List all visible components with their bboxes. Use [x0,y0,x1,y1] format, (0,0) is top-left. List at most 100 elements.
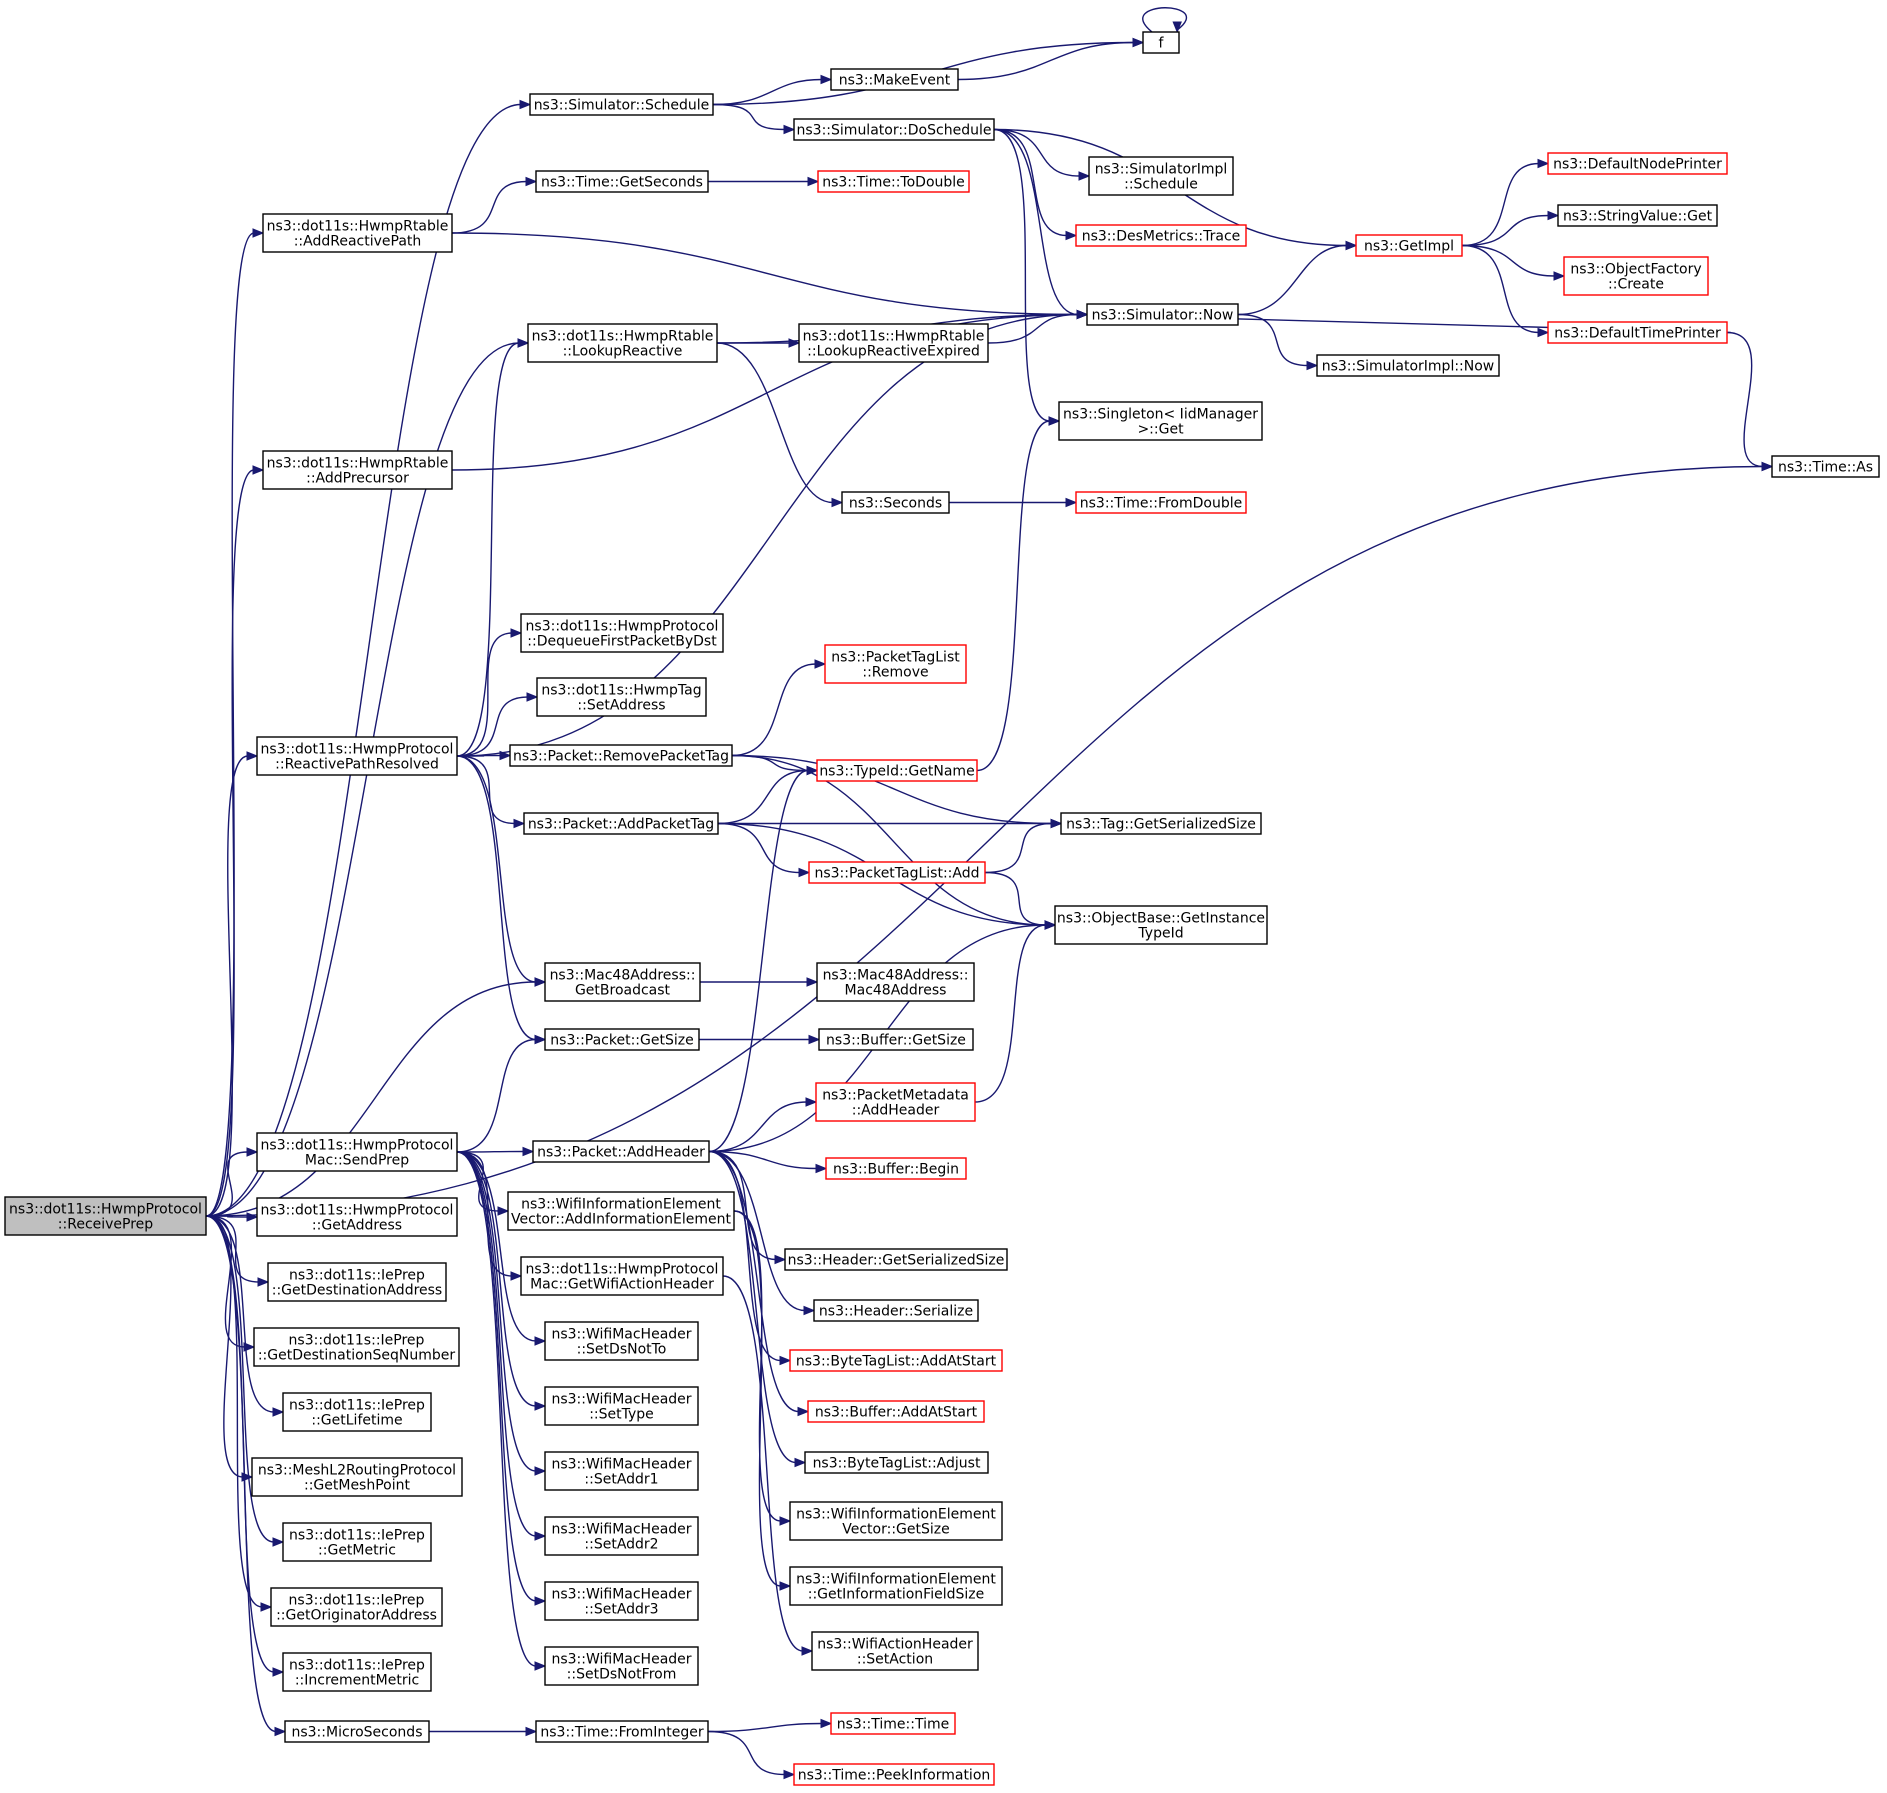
node-label-line: ::ReactivePathResolved [275,757,439,773]
node-mac-getwifiactionheader[interactable]: ns3::dot11s::HwmpProtocolMac::GetWifiAct… [520,1256,724,1296]
node-label-line: ns3::WifiMacHeader [551,1587,691,1603]
node-desmetrics-trace[interactable]: ns3::DesMetrics::Trace [1075,224,1247,247]
node-wmh-setdsnotto[interactable]: ns3::WifiMacHeader::SetDsNotTo [544,1321,699,1361]
call-edge-packet_addheader-to-buffer_begin [708,1150,828,1174]
node-dequeue-first[interactable]: ns3::dot11s::HwmpProtocol::DequeueFirstP… [520,613,724,653]
node-bytetaglist-addatstart[interactable]: ns3::ByteTagList::AddAtStart [789,1349,1003,1372]
node-mac48-ctor[interactable]: ns3::Mac48Address::Mac48Address [816,962,975,1002]
node-seconds[interactable]: ns3::Seconds [841,491,950,514]
node-box [830,1712,956,1735]
node-box [1086,303,1239,326]
node-wmh-settype[interactable]: ns3::WifiMacHeader::SetType [544,1386,699,1426]
node-time-getseconds[interactable]: ns3::Time::GetSeconds [535,170,709,193]
node-label-line: ::GetMetric [318,1543,396,1559]
node-sim-doschedule[interactable]: ns3::Simulator::DoSchedule [793,118,995,141]
node-simimpl-now[interactable]: ns3::SimulatorImpl::Now [1316,354,1500,377]
node-lookup-reactive[interactable]: ns3::dot11s::HwmpRtable::LookupReactive [527,323,718,363]
node-label-line: ::Create [1608,277,1664,293]
node-packet-addheader[interactable]: ns3::Packet::AddHeader [532,1140,710,1163]
node-wmh-setdsnotfrom[interactable]: ns3::WifiMacHeader::SetDsNotFrom [544,1646,699,1686]
node-label-line: ns3::Time::Time [837,1717,949,1733]
node-wie-vector-addie[interactable]: ns3::WifiInformationElementVector::AddIn… [507,1191,735,1231]
node-mac48-getbroadcast[interactable]: ns3::Mac48Address::GetBroadcast [544,962,701,1002]
node-header-serialize[interactable]: ns3::Header::Serialize [813,1299,979,1322]
node-label-line: ns3::Simulator::DoSchedule [797,123,992,139]
node-label-line: ns3::Time::FromDouble [1080,496,1243,512]
node-buffer-begin[interactable]: ns3::Buffer::Begin [825,1157,967,1180]
node-remove-packet-tag[interactable]: ns3::Packet::RemovePacketTag [509,744,733,767]
node-ieprep-getorigaddr[interactable]: ns3::dot11s::IePrep::GetOriginatorAddres… [270,1587,443,1627]
node-box [784,1248,1008,1271]
node-packettaglist-remove[interactable]: ns3::PacketTagList::Remove [824,644,967,684]
node-singleton-get[interactable]: ns3::Singleton< IidManager>::Get [1058,401,1263,441]
node-time-as[interactable]: ns3::Time::As [1771,455,1880,478]
node-packetmetadata-addheader[interactable]: ns3::PacketMetadata::AddHeader [815,1082,976,1122]
node-lookup-reactive-expired[interactable]: ns3::dot11s::HwmpRtable::LookupReactiveE… [798,323,989,363]
node-time-peekinformation[interactable]: ns3::Time::PeekInformation [793,1763,995,1786]
node-box [816,962,975,1002]
node-label-line: ns3::dot11s::HwmpRtable [267,219,449,235]
node-add-precursor[interactable]: ns3::dot11s::HwmpRtable::AddPrecursor [262,450,453,490]
node-wmh-setaddr2[interactable]: ns3::WifiMacHeader::SetAddr2 [544,1516,699,1556]
node-label-line: ns3::GetImpl [1364,239,1454,255]
node-default-time-printer[interactable]: ns3::DefaultTimePrinter [1547,321,1728,344]
node-packettaglist-add[interactable]: ns3::PacketTagList::Add [808,861,986,884]
node-label-line: ns3::Time::ToDouble [822,175,965,191]
call-edge-add_packet_tag-to-typeid_getname [717,765,819,825]
node-ieprep-getdestseq[interactable]: ns3::dot11s::IePrep::GetDestinationSeqNu… [253,1327,460,1367]
node-wmh-setaddr3[interactable]: ns3::WifiMacHeader::SetAddr3 [544,1581,699,1621]
node-time-todouble[interactable]: ns3::Time::ToDouble [817,170,970,193]
node-hwmp-getaddress[interactable]: ns3::dot11s::HwmpProtocol::GetAddress [256,1197,458,1237]
node-label-line: ns3::WifiMacHeader [551,1327,691,1343]
node-packet-getsize[interactable]: ns3::Packet::GetSize [544,1028,700,1051]
function-nodes: ns3::dot11s::HwmpProtocol::ReceivePrep fn… [4,31,1880,1786]
call-edge-receive_prep-to-mac_sendprep [205,1147,259,1217]
node-f[interactable]: f [1142,31,1180,54]
node-add-reactive-path[interactable]: ns3::dot11s::HwmpRtable::AddReactivePath [262,213,453,253]
node-stringvalue-get[interactable]: ns3::StringValue::Get [1557,204,1718,227]
node-objfactory-create[interactable]: ns3::ObjectFactory::Create [1563,256,1709,296]
node-header-getserializedsize[interactable]: ns3::Header::GetSerializedSize [784,1248,1008,1271]
node-microseconds[interactable]: ns3::MicroSeconds [284,1720,430,1743]
node-getimpl[interactable]: ns3::GetImpl [1355,234,1463,257]
node-ieprep-incrementmetric[interactable]: ns3::dot11s::IePrep::IncrementMetric [282,1652,432,1692]
node-add-packet-tag[interactable]: ns3::Packet::AddPacketTag [523,812,719,835]
node-label-line: ::Schedule [1124,177,1198,193]
node-wmh-setaddr1[interactable]: ns3::WifiMacHeader::SetAddr1 [544,1451,699,1491]
node-tag-getserializedsize[interactable]: ns3::Tag::GetSerializedSize [1060,812,1262,835]
node-time-time[interactable]: ns3::Time::Time [830,1712,956,1735]
node-meshl2-getmeshpoint[interactable]: ns3::MeshL2RoutingProtocol::GetMeshPoint [251,1457,463,1497]
node-ieprep-getdestaddr[interactable]: ns3::dot11s::IePrep::GetDestinationAddre… [267,1262,447,1302]
node-time-frominteger[interactable]: ns3::Time::FromInteger [535,1720,709,1743]
node-ieprep-getlifetime[interactable]: ns3::dot11s::IePrep::GetLifetime [282,1392,432,1432]
node-label-line: ns3::dot11s::HwmpRtable [267,456,449,472]
node-hwmptag-setaddress[interactable]: ns3::dot11s::HwmpTag::SetAddress [536,677,707,717]
node-box [282,1522,432,1562]
node-wie-getinfofieldsize[interactable]: ns3::WifiInformationElement::GetInformat… [789,1566,1003,1606]
node-buffer-addatstart[interactable]: ns3::Buffer::AddAtStart [807,1400,985,1423]
node-wifiactionheader-setaction[interactable]: ns3::WifiActionHeader::SetAction [811,1631,979,1671]
call-edge-f-to-f [1142,7,1187,34]
call-edge-reactive_path_resolved-to-packet_getsize [456,755,547,1045]
call-edge-receive_prep-to-microseconds [205,1215,287,1737]
node-buffer-getsize[interactable]: ns3::Buffer::GetSize [818,1028,974,1051]
node-ieprep-getmetric[interactable]: ns3::dot11s::IePrep::GetMetric [282,1522,432,1562]
node-box [1547,321,1728,344]
node-receive-prep[interactable]: ns3::dot11s::HwmpProtocol::ReceivePrep [4,1196,207,1236]
node-default-node-printer[interactable]: ns3::DefaultNodePrinter [1547,152,1728,175]
node-wie-vector-getsize[interactable]: ns3::WifiInformationElementVector::GetSi… [789,1501,1003,1541]
node-simimpl-schedule[interactable]: ns3::SimulatorImpl::Schedule [1088,156,1234,196]
node-reactive-path-resolved[interactable]: ns3::dot11s::HwmpProtocol::ReactivePathR… [256,736,458,776]
node-make-event[interactable]: ns3::MakeEvent [830,68,959,91]
node-box [544,1451,699,1491]
node-label-line: ns3::Packet::GetSize [550,1033,693,1049]
node-sim-now[interactable]: ns3::Simulator::Now [1086,303,1239,326]
node-bytetaglist-adjust[interactable]: ns3::ByteTagList::Adjust [804,1451,989,1474]
node-sim-schedule[interactable]: ns3::Simulator::Schedule [529,93,714,116]
node-label-line: ns3::SimulatorImpl::Now [1322,359,1495,375]
node-time-fromdouble[interactable]: ns3::Time::FromDouble [1075,491,1247,514]
node-typeid-getname[interactable]: ns3::TypeId::GetName [816,759,978,782]
call-edge-receive_prep-to-mac48_getbroadcast [205,977,547,1217]
